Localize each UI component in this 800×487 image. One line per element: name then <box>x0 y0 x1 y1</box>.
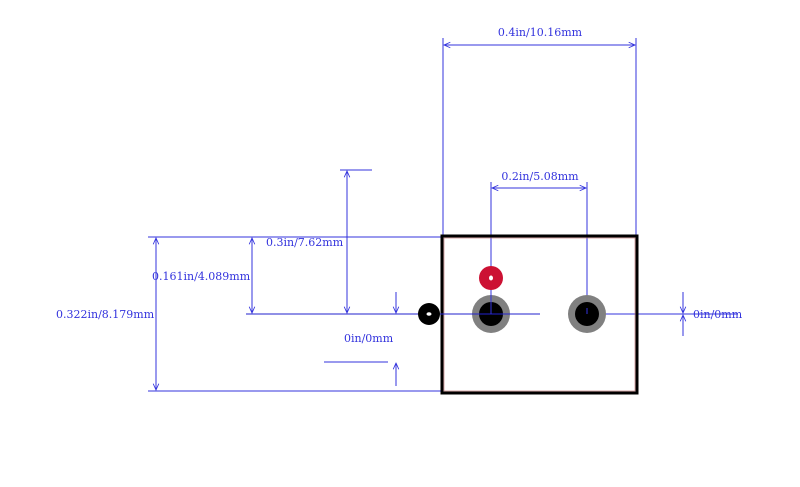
pin1-marker-center <box>489 275 493 281</box>
top-offset-label: 0.3in/7.62mm <box>266 236 344 249</box>
pitch-dimension <box>490 182 588 314</box>
pitch-dimension-label: 0.2in/5.08mm <box>501 170 579 183</box>
height-dimension-label: 0.322in/8.179mm <box>56 308 155 321</box>
width-dimension-label: 0.4in/10.16mm <box>498 26 583 39</box>
origin-left-dimension <box>324 292 396 386</box>
origin-marker-center <box>426 312 432 316</box>
width-dimension <box>442 38 637 236</box>
pin1-marker <box>479 266 503 290</box>
half-height-label: 0.161in/4.089mm <box>152 270 251 283</box>
height-dimension <box>148 236 442 392</box>
origin-left-label: 0in/0mm <box>344 332 394 345</box>
origin-right-label: 0in/0mm <box>693 308 743 321</box>
top-offset-dimension <box>340 169 372 313</box>
origin-marker <box>418 303 440 325</box>
